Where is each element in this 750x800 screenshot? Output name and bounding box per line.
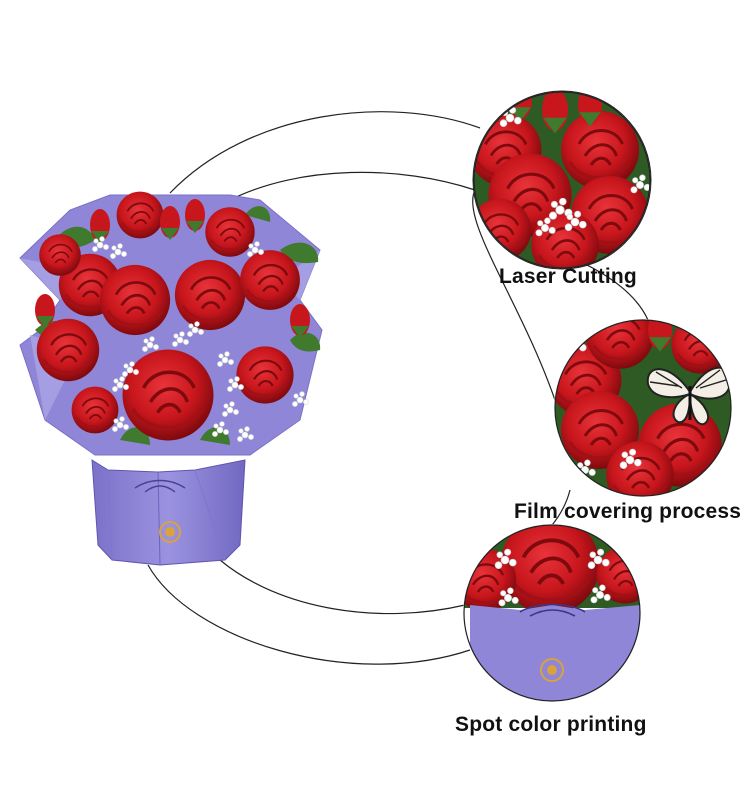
closeup-film-covering [554, 319, 732, 497]
connector-arc-7 [219, 559, 466, 615]
closeup-spot-color-printing [463, 524, 641, 702]
connector-arc-4 [472, 189, 556, 401]
pot-emblem [159, 521, 181, 543]
bouquet-product [19, 190, 323, 566]
feature-label-laser-cutting: Laser Cutting [499, 265, 637, 288]
connector-arc-2 [229, 171, 476, 201]
connector-arc-6 [147, 564, 471, 665]
connector-arc-1 [169, 111, 481, 194]
feature-label-spot-color-printing: Spot color printing [455, 713, 647, 736]
butterfly-icon [646, 366, 731, 426]
feature-label-film-covering: Film covering process [514, 500, 742, 523]
closeup-laser-cutting [472, 90, 652, 270]
flower-pot [91, 459, 246, 566]
